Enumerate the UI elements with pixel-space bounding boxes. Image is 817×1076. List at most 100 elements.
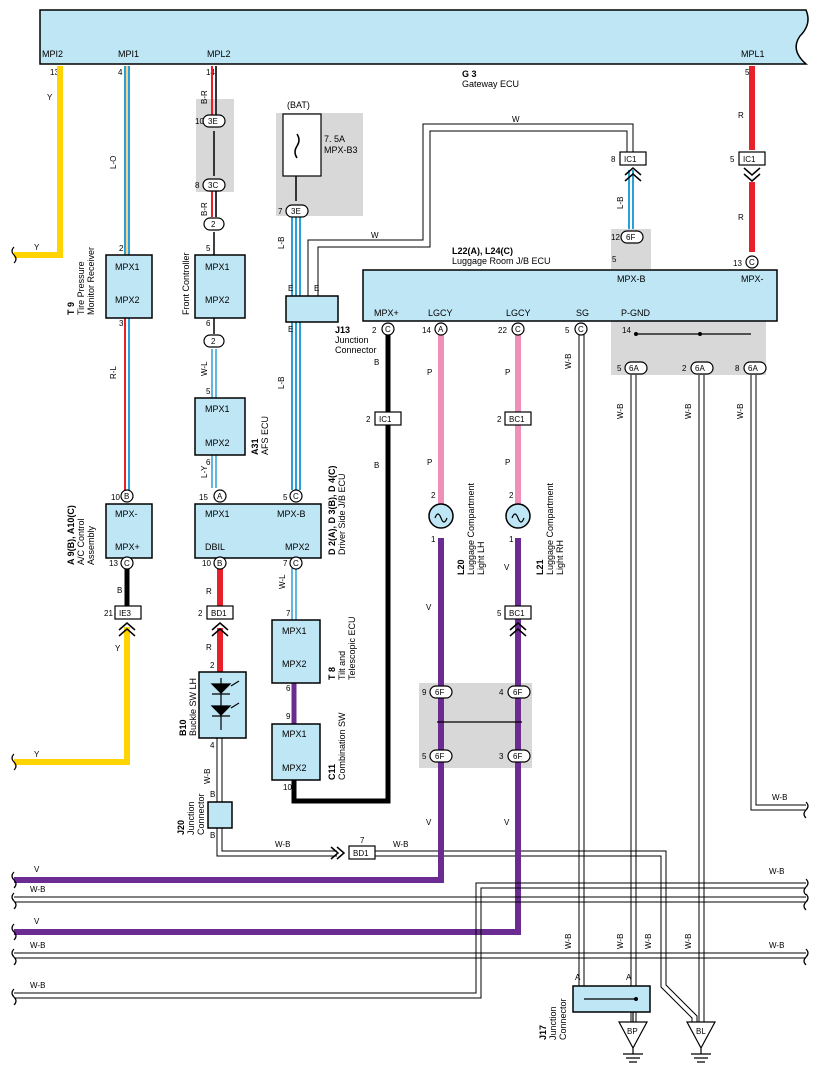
wire-label-p: P: [505, 458, 510, 467]
tire-p1: MPX1: [115, 262, 140, 272]
j17-a: A: [626, 973, 632, 982]
connector-bd1-label: BD1: [353, 849, 369, 858]
wire-label-lb: L-B: [616, 197, 625, 209]
connector-6f-label: 6F: [435, 688, 444, 697]
pin-num: 10: [202, 559, 211, 568]
gateway-ecu-box: [39, 9, 809, 65]
luggage-jb-ecu-box: [362, 269, 778, 322]
wire-label-lo: L-O: [109, 156, 118, 169]
connector-bc1: [504, 605, 532, 620]
connector-bd1: [348, 845, 376, 860]
wire-label-b: B: [117, 586, 122, 595]
connector-ic1-label: IC1: [624, 155, 637, 164]
wire-label-y: Y: [34, 243, 40, 252]
driver-jb-ecu-box: [194, 503, 322, 559]
pin-num: 6: [286, 684, 291, 693]
combination-sw-box: [271, 723, 321, 781]
j17-name2: Connector: [558, 998, 568, 1040]
buckle-name: Buckle SW LH: [188, 678, 198, 736]
tire-code: T 9: [66, 302, 76, 315]
light-rh-bulb-icon: [505, 503, 531, 529]
wire-label-wb: W-B: [736, 404, 745, 419]
tilt-p2: MPX2: [282, 659, 307, 669]
pin-num: 8: [195, 181, 200, 190]
pin-num: 6: [206, 458, 211, 467]
connector-6f-label: 6F: [513, 688, 522, 697]
ground-bl: BL: [696, 1027, 706, 1036]
pin-num: 4: [210, 741, 215, 750]
wire-label-r: R: [738, 213, 744, 222]
pin-letter: C: [124, 559, 130, 568]
luggage-mpxp: MPX+: [374, 308, 399, 318]
wire-label-wb: W-B: [616, 934, 625, 949]
luggage-name: Luggage Room J/B ECU: [452, 256, 551, 266]
pin-num: 8: [611, 155, 616, 164]
pin-letter: B: [124, 492, 129, 501]
tire-name1: Tire Pressure: [76, 261, 86, 315]
connector-2-label: 2: [211, 337, 216, 346]
wire-label-y: Y: [34, 750, 40, 759]
pin-num: 5: [283, 493, 288, 502]
front-name: Front Controller: [181, 252, 191, 315]
filament-icon: [511, 513, 525, 523]
pin-num: 5: [745, 68, 750, 77]
pin-num: 5: [497, 609, 502, 618]
j13-e: E: [314, 284, 319, 293]
connector-6a-label: 6A: [748, 364, 758, 373]
combo-name: Combination SW: [337, 712, 347, 780]
wire-wb: [375, 850, 698, 1022]
pin-num: 2: [509, 491, 514, 500]
combo-p1: MPX1: [282, 729, 307, 739]
ac-code: A 9(B), A10(C): [66, 505, 76, 565]
connector-bd1: [206, 605, 234, 620]
wire-wb: [216, 828, 337, 857]
wire-label-b: B: [374, 358, 379, 367]
pin-num: 8: [735, 364, 740, 373]
pin-num: 21: [104, 609, 113, 618]
connector-6f-label: 6F: [435, 752, 444, 761]
wire-label-wb: W-B: [616, 404, 625, 419]
wire-label-wb: W-B: [564, 934, 573, 949]
chevron-icon: [509, 622, 527, 637]
j20-b: B: [210, 790, 215, 799]
connector-ic1: [619, 151, 647, 166]
wire-label-b: B: [374, 461, 379, 470]
pin-num: 10: [195, 117, 204, 126]
wire-label-v: V: [426, 603, 432, 612]
connector-6f-label: 6F: [626, 233, 635, 242]
connector-3e-label: 3E: [208, 117, 218, 126]
pin-num: 10: [283, 783, 292, 792]
pin-num: 2: [497, 415, 502, 424]
wire-label-wl: W-L: [278, 574, 287, 589]
connector-ic1-label: IC1: [379, 415, 392, 424]
pin-num: 1: [431, 535, 436, 544]
wire-label-w: W: [512, 115, 520, 124]
combo-p2: MPX2: [282, 763, 307, 773]
pin-num: 13: [733, 259, 742, 268]
front-controller-box: [194, 254, 246, 319]
pin-num: 9: [422, 688, 427, 697]
pin-num: 7: [278, 207, 283, 216]
j13-e: E: [288, 325, 293, 334]
pin-letter: C: [385, 325, 391, 334]
light-lh-name2: Light LH: [476, 541, 486, 575]
fuse-bat: (BAT): [287, 100, 310, 110]
tilt-p1: MPX1: [282, 626, 307, 636]
chevron-icon: [118, 622, 136, 637]
wire-label-p: P: [505, 368, 510, 377]
light-rh-code: L21: [535, 559, 545, 575]
pin-num: 1: [509, 535, 514, 544]
pin-num: 5: [565, 326, 570, 335]
connector-6a-label: 6A: [629, 364, 639, 373]
connector-ic1-label: IC1: [743, 155, 756, 164]
chevron-icon: [624, 167, 642, 182]
driver-p4: MPX2: [285, 542, 310, 552]
light-lh-bulb-icon: [428, 503, 454, 529]
wire-label-lb: L-B: [277, 237, 286, 249]
luggage-mpxm: MPX-: [741, 274, 764, 284]
pin-num: 13: [109, 559, 118, 568]
wire-label-r: R: [206, 643, 212, 652]
wire-label-lb: L-B: [277, 377, 286, 389]
pin-circle-markers: B C A C B C C C A C C: [120, 255, 759, 570]
wire-label-wb: W-B: [275, 840, 290, 849]
